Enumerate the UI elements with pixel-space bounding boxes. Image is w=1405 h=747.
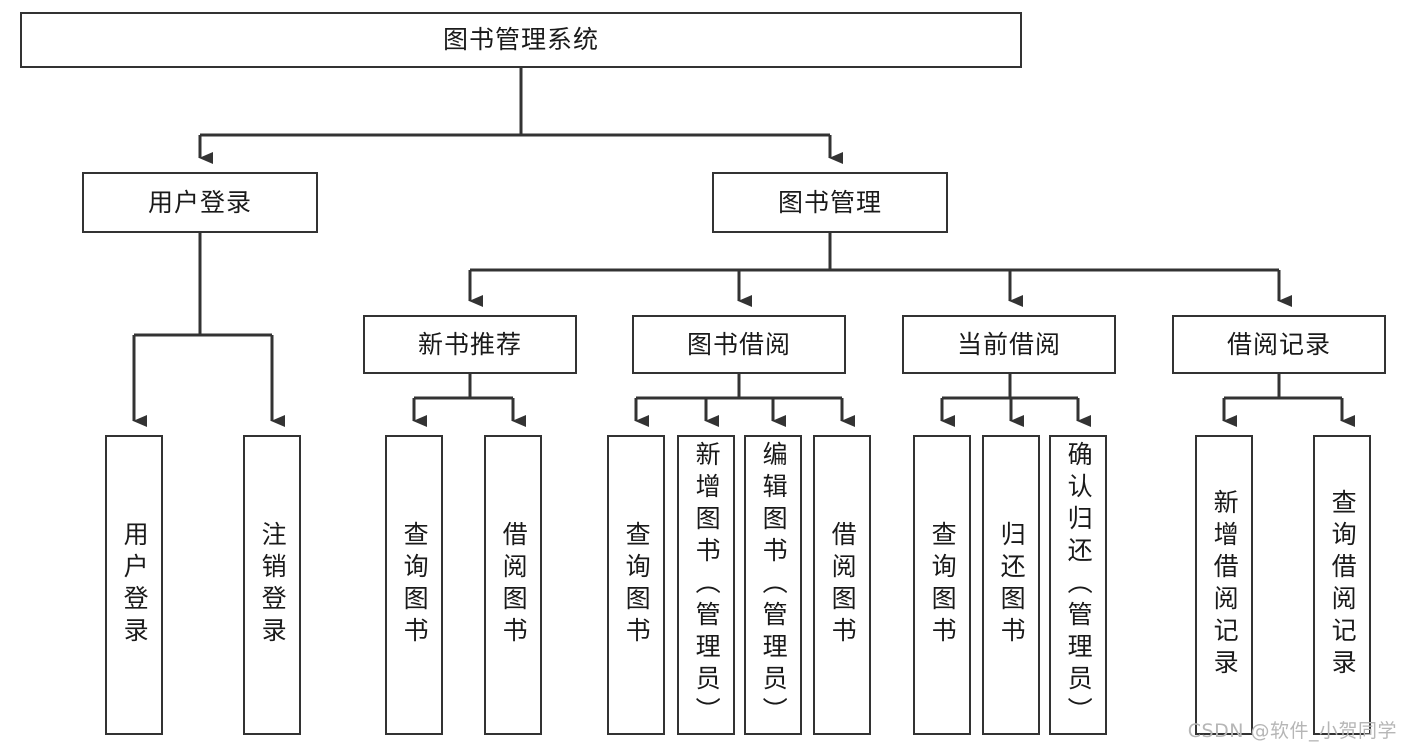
node-label: 查询图书	[928, 521, 958, 649]
node-leaf-query-record[interactable]: 查询借阅记录	[1313, 435, 1371, 735]
node-leaf-query-book-1[interactable]: 查询图书	[385, 435, 443, 735]
node-book-borrow[interactable]: 图书借阅	[632, 315, 846, 374]
node-label: 图书借阅	[686, 329, 791, 359]
node-label: 新增借阅记录	[1210, 489, 1240, 681]
node-current-borrow[interactable]: 当前借阅	[902, 315, 1116, 374]
node-leaf-add-record[interactable]: 新增借阅记录	[1195, 435, 1253, 735]
node-leaf-logout[interactable]: 注销登录	[243, 435, 301, 735]
node-leaf-confirm-return[interactable]: 确认归还（管理员）	[1049, 435, 1107, 735]
node-label: 当前借阅	[956, 329, 1061, 359]
node-label: 确认归还（管理员）	[1064, 441, 1094, 729]
node-label: 归还图书	[997, 521, 1027, 649]
node-label: 借阅图书	[499, 521, 529, 649]
node-label: 编辑图书（管理员）	[759, 441, 789, 729]
node-root-book-management-system[interactable]: 图书管理系统	[20, 12, 1022, 68]
node-leaf-borrow-book-2[interactable]: 借阅图书	[813, 435, 871, 735]
node-label: 图书管理	[777, 187, 882, 217]
node-new-book-recommend[interactable]: 新书推荐	[363, 315, 577, 374]
node-label: 新书推荐	[417, 329, 522, 359]
node-borrow-record[interactable]: 借阅记录	[1172, 315, 1386, 374]
node-label: 新增图书（管理员）	[692, 441, 722, 729]
node-leaf-return-book[interactable]: 归还图书	[982, 435, 1040, 735]
node-label: 借阅记录	[1226, 329, 1331, 359]
node-label: 用户登录	[147, 187, 252, 217]
csdn-watermark: CSDN @软件_小贺同学	[1187, 720, 1397, 742]
node-leaf-query-book-3[interactable]: 查询图书	[913, 435, 971, 735]
node-leaf-edit-book[interactable]: 编辑图书（管理员）	[744, 435, 802, 735]
node-label: 注销登录	[258, 521, 288, 649]
node-user-login[interactable]: 用户登录	[82, 172, 318, 233]
node-label: 用户登录	[120, 521, 150, 649]
node-label: 查询借阅记录	[1328, 489, 1358, 681]
node-label: 借阅图书	[828, 521, 858, 649]
node-leaf-user-login[interactable]: 用户登录	[105, 435, 163, 735]
node-leaf-borrow-book-1[interactable]: 借阅图书	[484, 435, 542, 735]
node-leaf-add-book[interactable]: 新增图书（管理员）	[677, 435, 735, 735]
node-book-management[interactable]: 图书管理	[712, 172, 948, 233]
node-label: 查询图书	[622, 521, 652, 649]
node-leaf-query-book-2[interactable]: 查询图书	[607, 435, 665, 735]
node-label: 图书管理系统	[442, 25, 599, 54]
node-label: 查询图书	[400, 521, 430, 649]
